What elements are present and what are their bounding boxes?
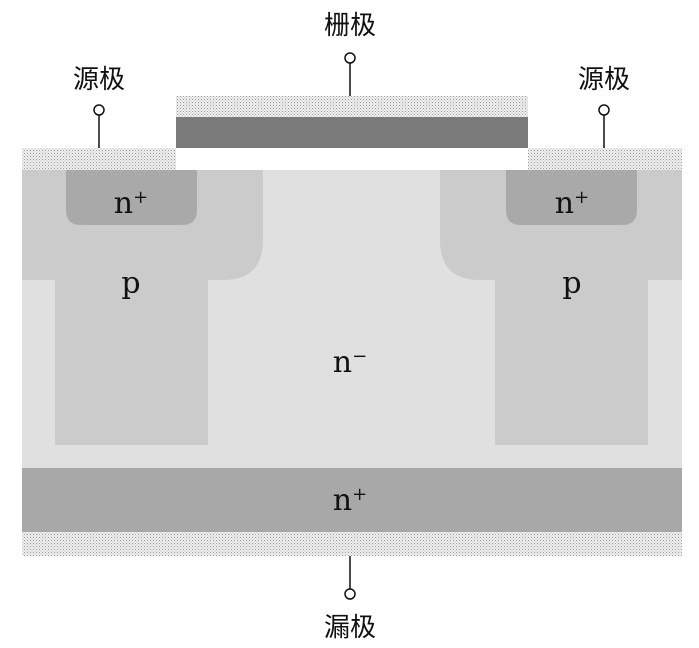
source-metal-right [528, 148, 682, 170]
drain-metal [22, 532, 682, 556]
drain-label: 漏极 [324, 613, 376, 643]
n-plus-label-left: n+ [114, 186, 148, 221]
gate-metal [176, 96, 528, 117]
p-body-right [440, 170, 682, 445]
n-plus-label-right: n+ [555, 186, 589, 221]
p-body-left [22, 170, 263, 445]
p-label-right: p [562, 266, 581, 301]
source-label-left: 源极 [73, 65, 125, 95]
gate-terminal [344, 52, 356, 96]
n-plus-substrate-label: n+ [333, 483, 367, 518]
source-terminal-left [93, 104, 105, 148]
source-terminal-right [598, 104, 610, 148]
n-plus-source-right [506, 170, 637, 225]
n-minus-label: n− [333, 345, 367, 380]
p-label-left: p [121, 266, 140, 301]
n-plus-substrate [22, 468, 682, 532]
source-metal-left [22, 148, 176, 170]
source-label-right: 源极 [578, 65, 630, 95]
drain-terminal [344, 556, 356, 600]
gate-label: 栅极 [324, 11, 376, 41]
n-plus-source-left [66, 170, 197, 225]
gate-electrode [176, 117, 528, 148]
gate-oxide [176, 148, 528, 170]
